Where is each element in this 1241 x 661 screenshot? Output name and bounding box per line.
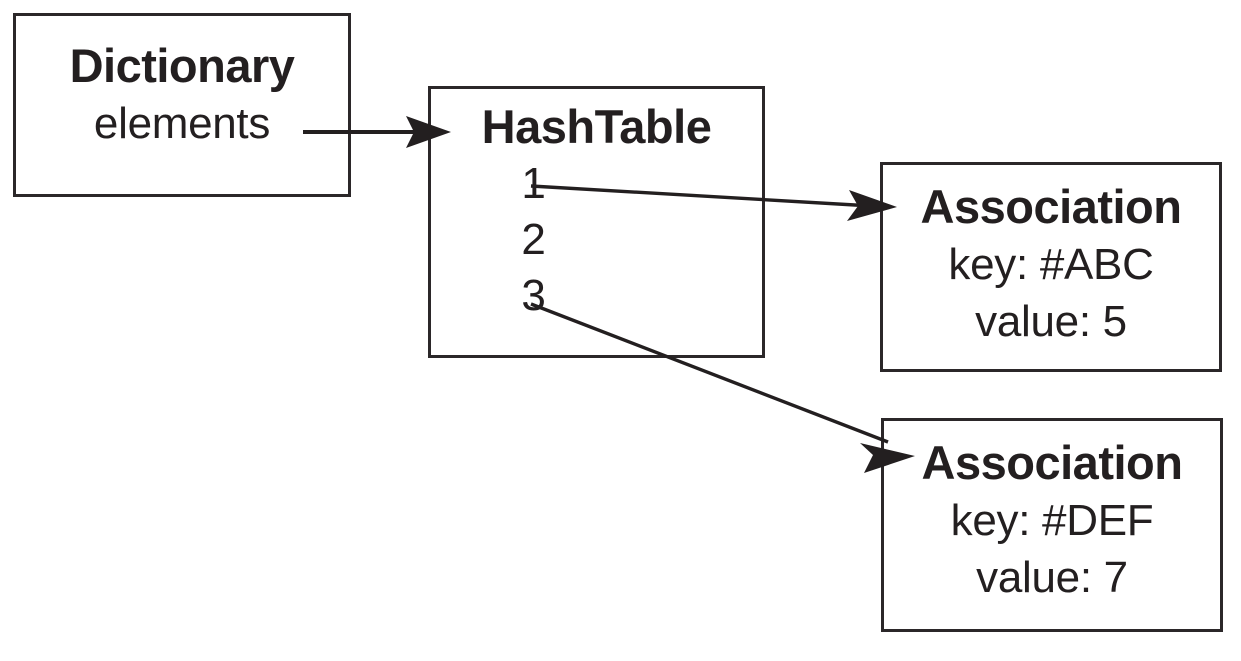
association-2-value: value: 7: [976, 553, 1128, 602]
association-1-value: value: 5: [975, 297, 1127, 346]
association-node-2[interactable]: Association key: #DEF value: 7: [881, 418, 1223, 632]
hashtable-title: HashTable: [481, 100, 712, 153]
association-node-2-content: Association key: #DEF value: 7: [884, 439, 1220, 600]
dictionary-field-elements: elements: [93, 99, 271, 148]
association-2-key: key: #DEF: [950, 496, 1154, 545]
dictionary-node-content: Dictionary elements: [16, 42, 348, 146]
hashtable-slot-list: 1 2 3: [431, 162, 762, 318]
dictionary-title: Dictionary: [69, 39, 295, 92]
hashtable-slot-3[interactable]: 3: [521, 271, 546, 320]
hashtable-node[interactable]: HashTable 1 2 3: [428, 86, 765, 358]
association-2-title: Association: [921, 436, 1183, 489]
hashtable-slot-1[interactable]: 1: [521, 159, 546, 208]
association-node-1-content: Association key: #ABC value: 5: [883, 183, 1219, 344]
dictionary-node[interactable]: Dictionary elements: [13, 13, 351, 197]
hashtable-slot-2[interactable]: 2: [521, 215, 546, 264]
association-1-title: Association: [920, 180, 1182, 233]
association-1-key: key: #ABC: [948, 240, 1154, 289]
hashtable-node-content: HashTable 1 2 3: [431, 103, 762, 318]
association-node-1[interactable]: Association key: #ABC value: 5: [880, 162, 1222, 372]
